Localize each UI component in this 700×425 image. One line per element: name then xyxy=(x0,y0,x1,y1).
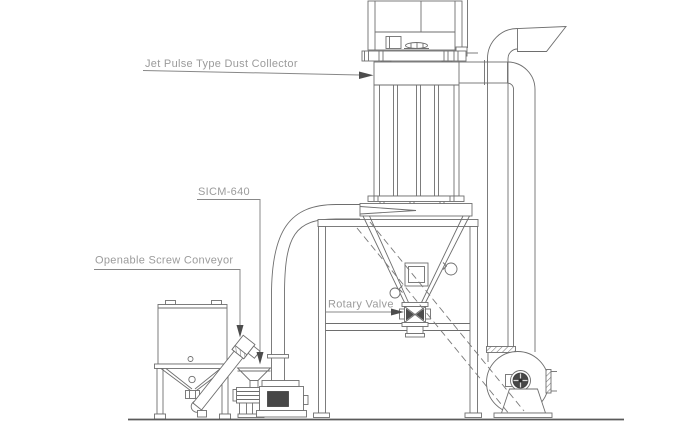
label-rotary-valve: Rotary Valve xyxy=(328,299,394,311)
storage-hopper xyxy=(154,300,231,420)
mill-discharge-pipe xyxy=(267,204,360,381)
mill-door xyxy=(267,391,289,407)
collector-outlet-duct xyxy=(458,60,508,85)
mill-sicm-640 xyxy=(232,367,309,418)
centrifugal-fan xyxy=(486,346,557,418)
exhaust-stack xyxy=(487,26,567,347)
dust-collector xyxy=(359,0,478,217)
label-dust-collector: Jet Pulse Type Dust Collector xyxy=(145,58,298,70)
pipe-flange xyxy=(267,354,289,359)
clean-air-duct xyxy=(507,61,536,352)
annotations: Jet Pulse Type Dust Collector SICM-640 O… xyxy=(94,58,404,365)
inspection-port xyxy=(389,287,401,299)
hidden-duct xyxy=(356,221,525,416)
rotary-valve xyxy=(399,302,431,338)
label-mill-model: SICM-640 xyxy=(198,186,250,198)
support-frame xyxy=(313,219,482,418)
pulse-control-box xyxy=(385,36,402,49)
access-door xyxy=(404,262,429,287)
fan-pedestal xyxy=(500,388,547,414)
fan-inlet-flange xyxy=(545,369,552,394)
inspection-port xyxy=(444,262,458,276)
feed-funnel xyxy=(236,367,272,381)
label-screw-conveyor: Openable Screw Conveyor xyxy=(95,255,233,267)
collector-hopper-cone xyxy=(362,215,470,303)
screw-conveyor xyxy=(190,334,261,418)
mill-top-cap xyxy=(261,380,300,387)
inlet-ring xyxy=(359,203,473,217)
pulse-valve xyxy=(405,42,428,49)
conveyor-spout xyxy=(247,345,261,359)
